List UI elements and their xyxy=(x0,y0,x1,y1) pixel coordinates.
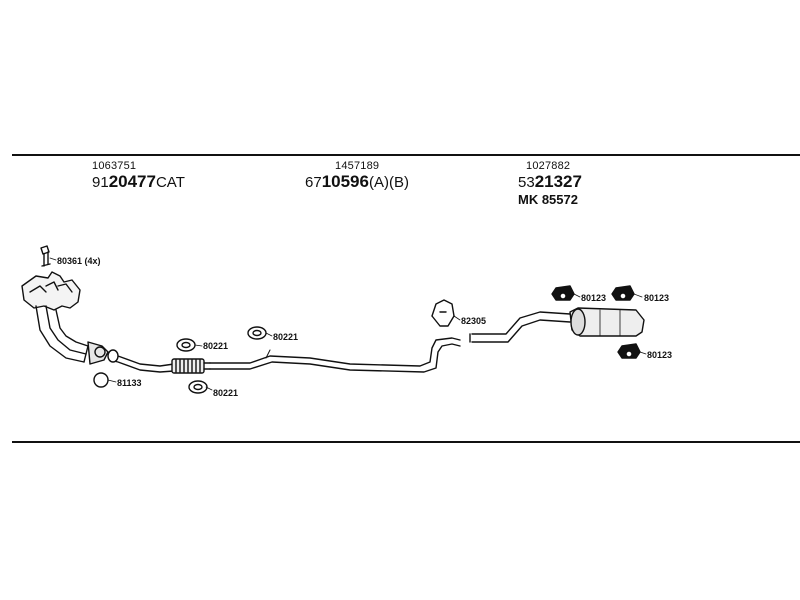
callout-hanger-3: 80123 xyxy=(647,350,672,360)
top-rule xyxy=(12,154,800,156)
part-group-manifold: 1063751 9120477CAT xyxy=(92,160,185,192)
part-number: 9120477CAT xyxy=(92,172,185,191)
callout-hanger-1: 80123 xyxy=(581,293,606,303)
part-group-rear-silencer: 1027882 5321327 MK 85572 xyxy=(518,160,582,207)
rubber-hanger-icon xyxy=(551,285,575,301)
part-number: 6710596(A)(B) xyxy=(305,172,409,191)
leader-lines xyxy=(49,257,647,391)
callout-hanger-2: 80123 xyxy=(644,293,669,303)
part-group-intermediate-pipe: 1457189 6710596(A)(B) xyxy=(305,160,409,192)
bolt-icon xyxy=(40,245,51,267)
clamp-bracket-icon xyxy=(431,299,455,327)
ref-number: 1027882 xyxy=(526,160,571,172)
clamp-icon xyxy=(247,326,267,340)
kit-number: MK 85572 xyxy=(518,192,578,207)
part-number: 5321327 xyxy=(518,172,582,191)
intermediate-pipe xyxy=(209,337,461,373)
exhaust-manifold xyxy=(21,271,109,365)
callout-bracket: 82305 xyxy=(461,316,486,326)
callout-bolts: 80361 (4x) xyxy=(57,256,101,266)
rubber-hanger-icon xyxy=(617,343,641,359)
rubber-hanger-icon xyxy=(611,285,635,301)
clamp-icon xyxy=(188,380,208,394)
callout-clamp-2: 80221 xyxy=(213,388,238,398)
callout-clamp-3: 80221 xyxy=(273,332,298,342)
ref-number: 1457189 xyxy=(335,160,380,172)
ref-number: 1063751 xyxy=(92,160,137,172)
gasket-ring-icon xyxy=(93,372,109,388)
callout-gasket: 81133 xyxy=(117,378,142,388)
rear-silencer xyxy=(469,307,645,343)
callout-clamp-1: 80221 xyxy=(203,341,228,351)
bottom-rule xyxy=(12,441,800,443)
front-pipe-catalyst xyxy=(107,349,211,374)
clamp-icon xyxy=(176,338,196,352)
